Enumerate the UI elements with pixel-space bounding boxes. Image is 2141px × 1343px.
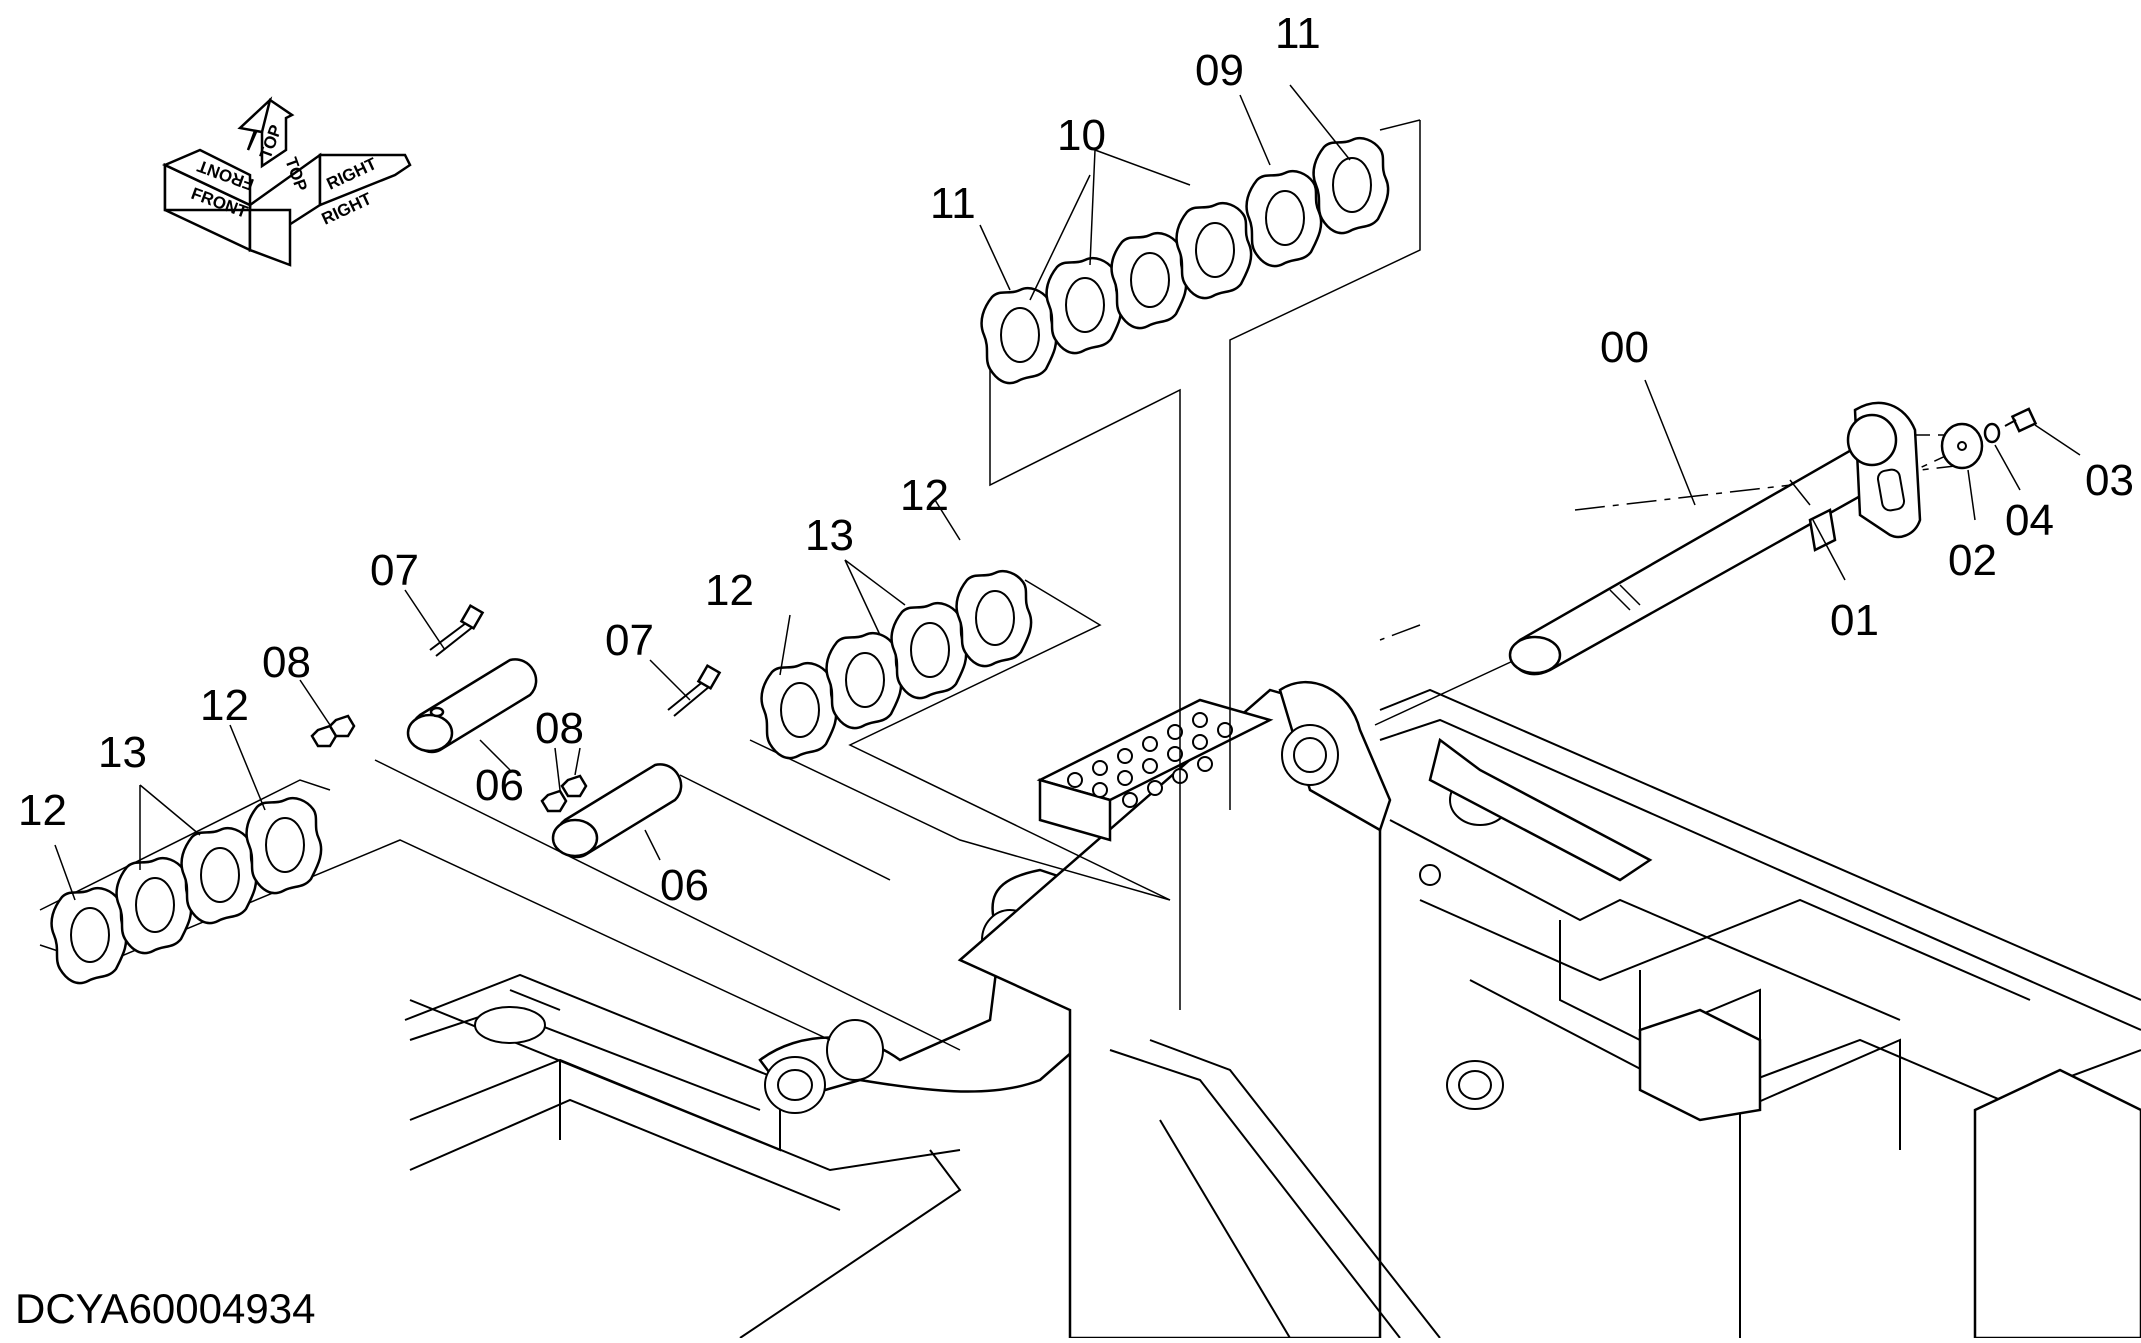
callout-labels: 00 01 02 03 04 11 09 10 11 12 13 12 07 0… [18,9,2134,910]
part-04 [1983,422,2001,444]
pin-06-lower [551,763,683,859]
callout-07-lower: 07 [605,616,654,665]
callout-04: 04 [2005,496,2054,545]
shim-pack-left [50,796,323,985]
callout-08-lower: 08 [535,704,584,753]
callout-03: 03 [2085,456,2134,505]
callout-10: 10 [1057,111,1106,160]
callout-12-left-lower: 12 [18,786,67,835]
part-03 [2010,407,2038,433]
callout-12-top-right: 12 [900,471,949,520]
main-pin [1508,401,1922,676]
document-id: DCYA60004934 [15,1285,315,1332]
callout-02: 02 [1948,536,1997,585]
machine-frame [404,680,2141,1340]
callout-01: 01 [1830,596,1879,645]
bolt-07-lower [667,663,722,717]
callout-07-upper: 07 [370,546,419,595]
leader-lines [54,84,2081,901]
shim-pack-top [980,136,1390,385]
bolt-07-upper [429,603,485,657]
callout-00: 00 [1600,323,1649,372]
step-plate-holes [1067,712,1233,808]
callout-12-left-upper: 12 [200,681,249,730]
pin-06-upper [406,658,538,754]
callout-09: 09 [1195,46,1244,95]
callout-13-left: 13 [98,728,147,777]
callout-06-lower: 06 [660,861,709,910]
callout-11-left: 11 [930,179,976,228]
part-01 [1808,508,1837,552]
nuts-08 [310,714,588,813]
callout-13-middle: 13 [805,511,854,560]
callout-11-top: 11 [1275,9,1321,58]
callout-08-upper: 08 [262,638,311,687]
orientation-indicator: FRONT FRONT TOP TOP RIGHT RIGHT [161,96,412,267]
pin-hardware [1808,407,2038,552]
callout-06-upper: 06 [475,761,524,810]
callout-12-middle: 12 [705,566,754,615]
